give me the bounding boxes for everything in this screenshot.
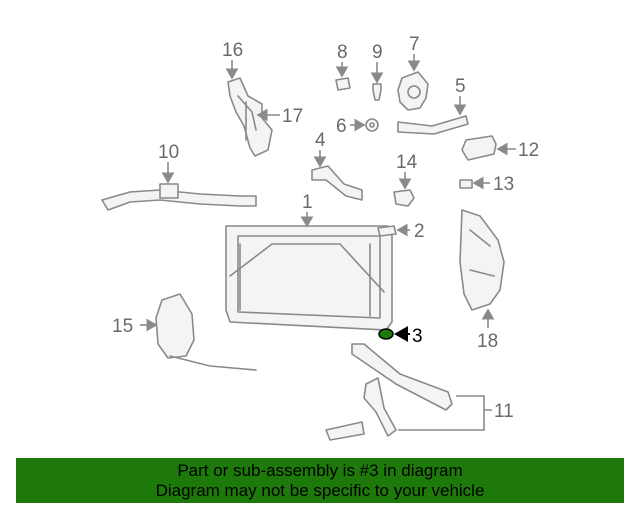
info-banner: Part or sub-assembly is #3 in diagram Di… (16, 458, 624, 503)
callout-17: 17 (282, 106, 303, 127)
callout-2: 2 (414, 221, 425, 242)
callout-4: 4 (315, 130, 326, 151)
callout-3: 3 (412, 326, 423, 347)
callout-18: 18 (477, 331, 498, 352)
part-9-bleeder[interactable] (372, 83, 382, 101)
part-3-drain-plug[interactable] (378, 328, 394, 340)
callout-numbers: 16 17 8 9 7 5 6 12 4 14 13 10 1 2 15 18 … (112, 34, 539, 422)
part-14-sensor[interactable] (393, 189, 415, 207)
part-5-upper-hose[interactable] (397, 115, 469, 135)
callout-1: 1 (302, 192, 313, 213)
callout-15: 15 (112, 316, 133, 337)
part-8-cap[interactable] (335, 77, 351, 91)
part-2-mount[interactable] (377, 225, 397, 237)
part-13-bolt[interactable] (459, 179, 473, 189)
callout-5: 5 (455, 76, 466, 97)
part-10-hose[interactable] (101, 183, 257, 211)
banner-line-2: Diagram may not be specific to your vehi… (155, 481, 485, 500)
part-16-17-side-deflector[interactable] (227, 77, 273, 157)
callout-7: 7 (409, 34, 420, 55)
callout-13: 13 (493, 174, 514, 195)
callout-10: 10 (158, 142, 179, 163)
callout-8: 8 (337, 42, 348, 63)
callout-16: 16 (222, 40, 243, 61)
part-18-side-deflector[interactable] (459, 209, 505, 311)
parts-diagram: 16 17 8 9 7 5 6 12 4 14 13 10 1 2 15 18 … (101, 34, 539, 441)
part-1-radiator[interactable] (225, 225, 393, 331)
callout-12: 12 (518, 140, 539, 161)
part-4-bracket[interactable] (311, 165, 363, 201)
callout-9: 9 (372, 42, 383, 63)
callout-11: 11 (494, 401, 514, 422)
callout-14: 14 (396, 152, 418, 173)
part-7-thermostat-housing[interactable] (397, 71, 429, 111)
banner-line-1: Part or sub-assembly is #3 in diagram (177, 461, 463, 480)
part-12-sleeve[interactable] (461, 135, 497, 161)
callout-6: 6 (336, 116, 347, 137)
part-11-lower-hoses[interactable] (325, 343, 453, 441)
part-6-nut[interactable] (365, 118, 379, 132)
callout-leaders (140, 54, 516, 431)
